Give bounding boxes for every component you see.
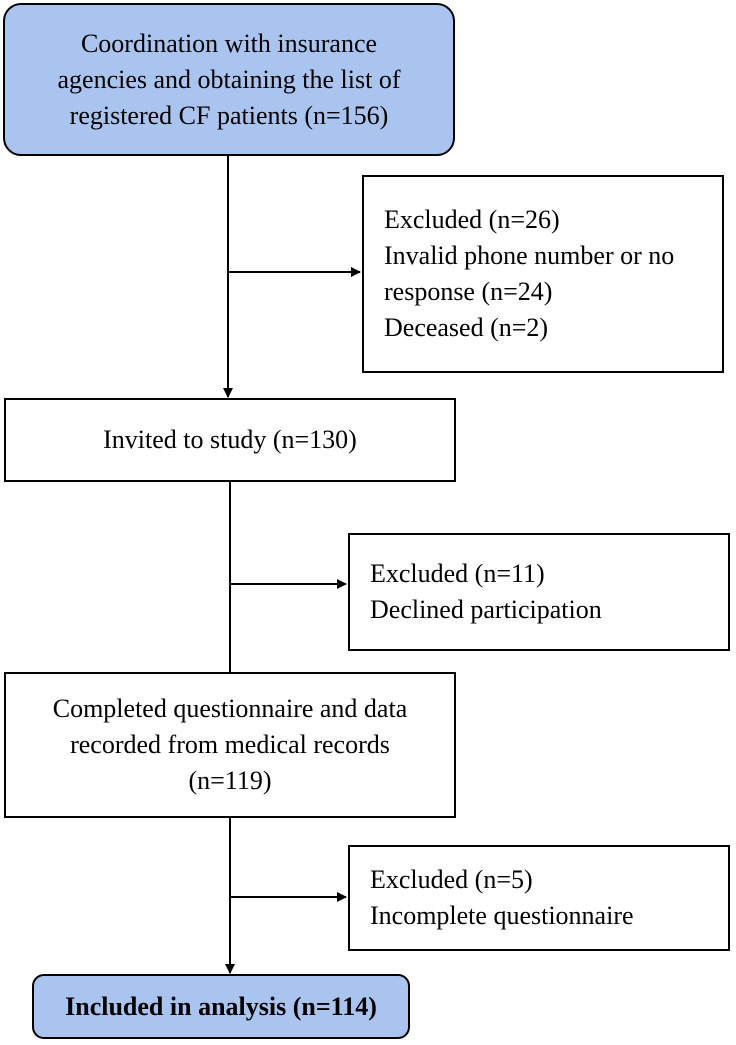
box-excluded-26-line-3: response (n=24) [384, 277, 553, 306]
box-completed-line-1: Completed questionnaire and data [52, 694, 408, 723]
box-coordination-line-1: Coordination with insurance [80, 28, 378, 58]
box-completed: Completed questionnaire and data recorde… [4, 672, 456, 818]
box-excluded-5-line-2: Incomplete questionnaire [370, 901, 634, 930]
box-excluded-5: Excluded (n=5) Incomplete questionnaire [348, 845, 730, 951]
box-invited: Invited to study (n=130) [4, 398, 456, 482]
box-completed-line-3: (n=119) [188, 766, 272, 795]
box-coordination: Coordination with insurance agencies and… [3, 3, 455, 156]
box-excluded-26: Excluded (n=26) Invalid phone number or … [362, 175, 724, 373]
box-excluded-26-line-2: Invalid phone number or no [384, 241, 675, 270]
box-invited-line-1: Invited to study (n=130) [103, 425, 357, 454]
box-included: Included in analysis (n=114) [32, 974, 410, 1039]
box-completed-line-2: recorded from medical records [70, 730, 390, 759]
box-excluded-11-line-1: Excluded (n=11) [370, 559, 545, 588]
box-excluded-11: Excluded (n=11) Declined participation [348, 533, 730, 651]
box-excluded-11-line-2: Declined participation [370, 595, 602, 624]
box-coordination-line-3: registered CF patients (n=156) [69, 100, 389, 130]
box-excluded-26-line-4: Deceased (n=2) [384, 313, 549, 342]
box-excluded-26-line-1: Excluded (n=26) [384, 205, 560, 234]
box-coordination-line-2: agencies and obtaining the list of [57, 64, 401, 94]
box-excluded-5-line-1: Excluded (n=5) [370, 865, 533, 894]
box-included-line-1: Included in analysis (n=114) [65, 991, 377, 1021]
